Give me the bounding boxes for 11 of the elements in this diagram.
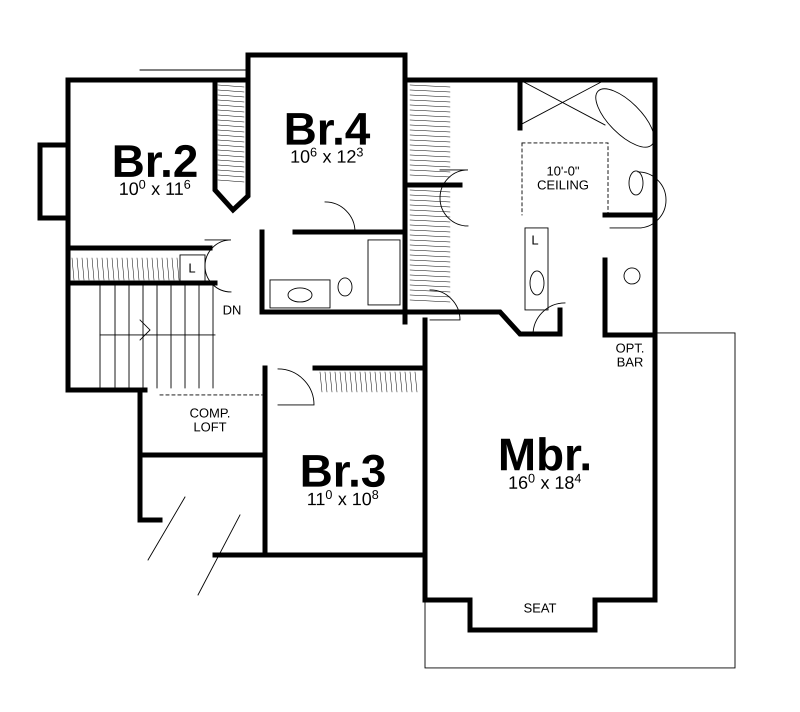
room-label: Br.2 10$^{0}$ x 11$^{6}$ [114, 144, 196, 196]
room-label: Br.4 10$^{6}$ x 12$^{3}$ [286, 113, 370, 163]
plan-label: OPT. BAR [616, 343, 644, 366]
room-label: Mbr. 16$^{0}$ x 18$^{4}$ [500, 437, 589, 489]
plan-label: L [189, 264, 196, 272]
plan-label: SEAT [524, 603, 556, 613]
plan-label: 10'-0" CEILING [538, 166, 588, 190]
plan-label: COMP. LOFT [190, 408, 230, 432]
plan-label: L [532, 236, 538, 244]
plan-label: DN [224, 306, 240, 314]
room-label: Br.3 11$^{0}$ x 10$^{8}$ [302, 454, 385, 506]
